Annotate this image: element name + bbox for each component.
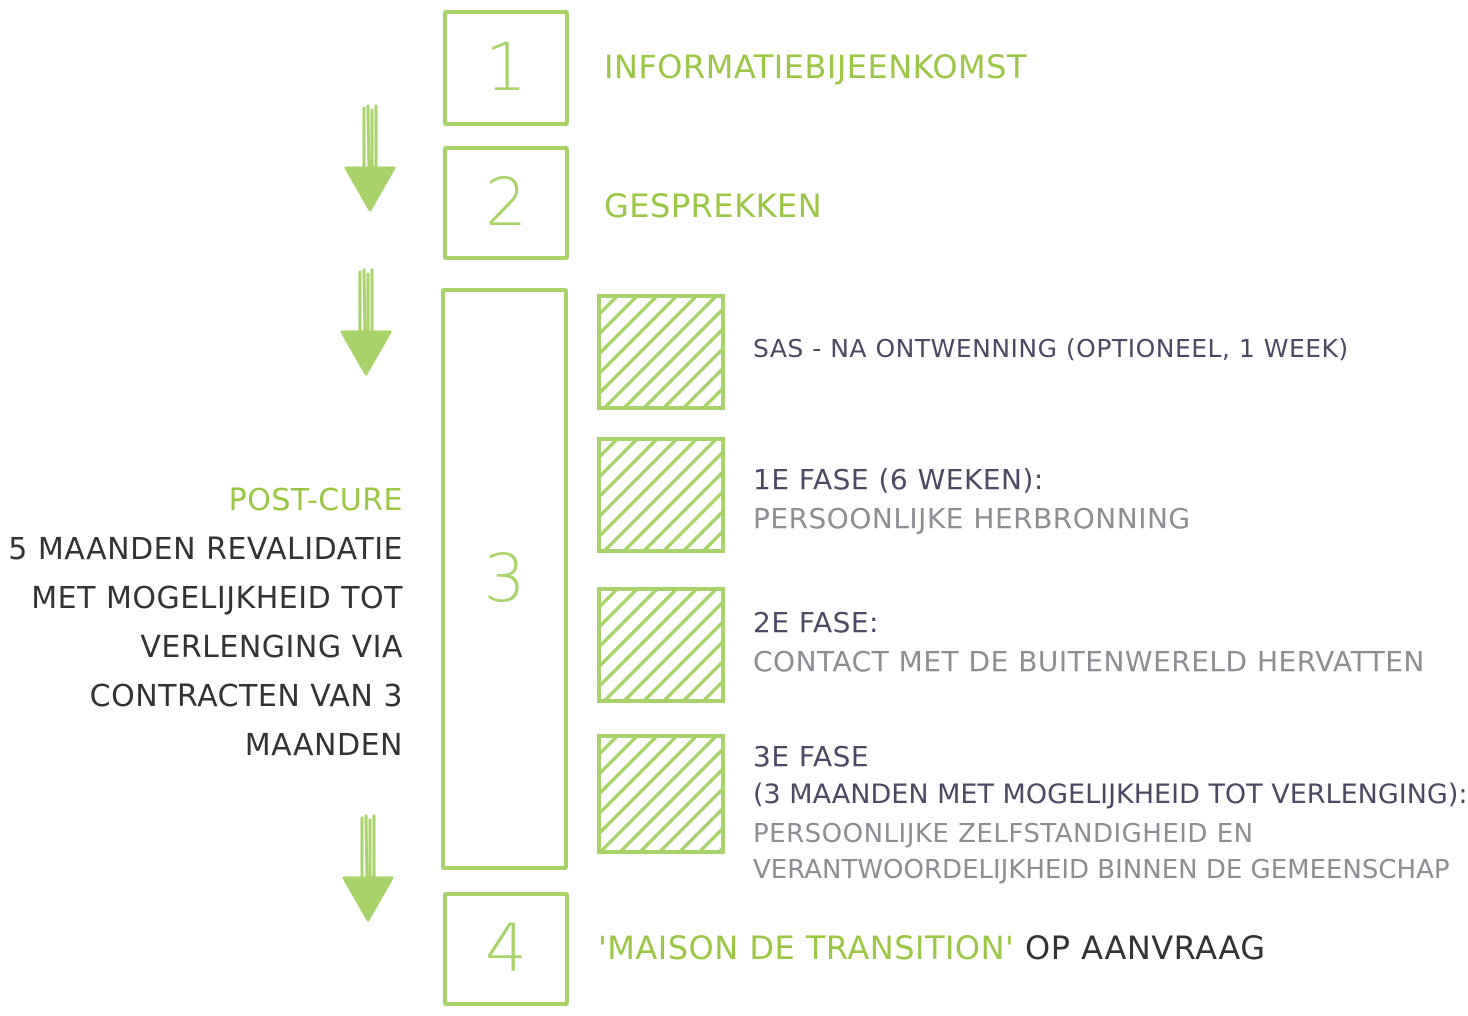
phase-2-desc: CONTACT MET DE BUITENWERELD HERVATTEN [753, 645, 1425, 678]
arrow-down-icon [342, 814, 394, 922]
phase-2-hatch [597, 587, 725, 703]
phase-sas-hatch [597, 294, 725, 410]
phase-1-hatch [597, 437, 725, 553]
step-2-number: 2 [485, 164, 527, 241]
post-cure-title: POST-CURE [228, 483, 403, 518]
post-cure-line: VERLENGING VIA [140, 630, 403, 665]
step-4-label-rest: OP AANVRAAG [1014, 929, 1266, 967]
phase-1-title: 1E FASE (6 WEKEN): [753, 463, 1044, 496]
step-4-number: 4 [485, 910, 527, 987]
step-3-number: 3 [483, 540, 526, 617]
phase-2-title: 2E FASE: [753, 606, 879, 639]
phase-3-subtitle: (3 MAANDEN MET MOGELIJKHEID TOT VERLENGI… [753, 779, 1468, 810]
post-cure-line: 5 MAANDEN REVALIDATIE [8, 532, 403, 567]
step-1-number: 1 [485, 29, 527, 106]
step-2-box: 2 [443, 146, 569, 260]
step-4-label: 'MAISON DE TRANSITION' OP AANVRAAG [598, 929, 1266, 967]
post-cure-line: MET MOGELIJKHEID TOT [31, 581, 403, 616]
step-4-label-highlight: 'MAISON DE TRANSITION' [598, 929, 1015, 967]
step-1-label: INFORMATIEBIJEENKOMST [604, 48, 1028, 86]
phase-3-desc: VERANTWOORDELIJKHEID BINNEN DE GEMEENSCH… [753, 855, 1450, 885]
phase-3-title: 3E FASE [753, 740, 870, 773]
post-cure-note: POST-CURE 5 MAANDEN REVALIDATIE MET MOGE… [8, 476, 403, 770]
phase-3-desc: PERSOONLIJKE ZELFSTANDIGHEID EN [753, 819, 1254, 849]
post-cure-line: MAANDEN [244, 728, 403, 763]
post-cure-line: CONTRACTEN VAN 3 [89, 679, 403, 714]
arrow-down-icon [344, 104, 396, 212]
phase-3-hatch [597, 734, 725, 854]
step-3-box: 3 [441, 288, 568, 870]
phase-1-desc: PERSOONLIJKE HERBRONNING [753, 502, 1191, 535]
step-4-box: 4 [443, 892, 569, 1006]
step-2-label: GESPREKKEN [604, 187, 823, 225]
phase-sas-title: SAS - NA ONTWENNING (OPTIONEEL, 1 WEEK) [753, 334, 1349, 363]
arrow-down-icon [340, 268, 392, 376]
step-1-box: 1 [443, 10, 569, 126]
